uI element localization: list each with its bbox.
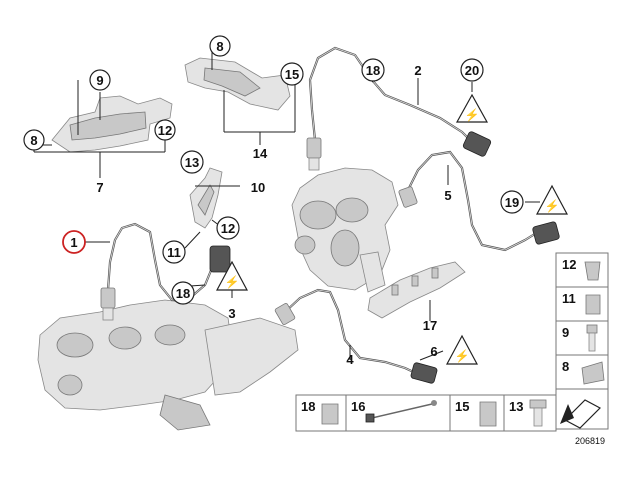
callout-13: 13	[180, 150, 204, 174]
callout-20: 20	[460, 58, 484, 82]
callout-18: 18	[361, 58, 385, 82]
legend-cell-8: 8	[555, 354, 609, 390]
callout-5: 5	[444, 188, 451, 203]
legend-label: 11	[562, 291, 576, 306]
legend-label: 12	[562, 257, 576, 272]
bracket-14	[184, 57, 291, 111]
callout-12: 12	[154, 119, 176, 141]
manifold-catalyst-upper	[291, 167, 399, 293]
legend-cell-11: 11	[555, 286, 609, 322]
callout-14: 14	[253, 146, 268, 161]
callout-8: 8	[23, 129, 45, 151]
oxygen-sensor-4	[274, 288, 438, 384]
callout-1: 1	[62, 230, 86, 254]
diagram-number: 206819	[575, 436, 605, 446]
callout-4: 4	[346, 352, 354, 367]
legend-label: 15	[455, 399, 469, 414]
legend-label: 9	[562, 325, 569, 340]
bracket-17	[367, 261, 466, 319]
callout-label: 18	[176, 286, 190, 301]
callout-label: 20	[465, 63, 479, 78]
legend-cell-18: 18	[295, 394, 347, 432]
callout-label: 9	[96, 73, 103, 88]
svg-text:⚡: ⚡	[455, 349, 470, 363]
callout-3: 3	[228, 306, 235, 321]
callout-label: 12	[158, 123, 172, 138]
callout-19: 19	[500, 190, 524, 214]
callout-label: 18	[366, 63, 380, 78]
manifold-catalyst-lower	[37, 299, 299, 431]
callout-label: 12	[221, 221, 235, 236]
svg-text:⚡: ⚡	[465, 108, 480, 122]
legend-cell-16: 16	[345, 394, 451, 432]
callout-12: 12	[216, 216, 240, 240]
warning-triangle-icon: ⚡	[215, 260, 249, 291]
svg-text:⚡: ⚡	[225, 275, 240, 289]
callout-label: 11	[167, 245, 181, 260]
legend-cell-12: 12	[555, 252, 609, 288]
callout-17: 17	[423, 318, 437, 333]
callout-2: 2	[414, 63, 421, 78]
leader-lines	[33, 52, 540, 361]
callout-label: 13	[185, 155, 199, 170]
legend-label: 18	[301, 399, 315, 414]
callout-18: 18	[171, 281, 195, 305]
svg-text:⚡: ⚡	[545, 199, 560, 213]
warning-triangle-icon: ⚡	[445, 334, 479, 365]
heat-shield-7	[51, 80, 173, 153]
warning-triangle-icon: ⚡	[455, 93, 489, 123]
legend-cell-arrow	[555, 388, 609, 430]
callout-11: 11	[162, 240, 186, 264]
legend-cell-15: 15	[449, 394, 505, 432]
callout-10: 10	[251, 180, 265, 195]
legend-label: 13	[509, 399, 523, 414]
callout-label: 8	[216, 39, 223, 54]
callout-label: 15	[285, 67, 299, 82]
callout-label: 19	[505, 195, 519, 210]
callout-label: 1	[70, 235, 77, 250]
callout-15: 15	[280, 62, 304, 86]
legend-label: 8	[562, 359, 569, 374]
bracket-10	[189, 167, 223, 229]
legend-label: 16	[351, 399, 365, 414]
legend-cell-9: 9	[555, 320, 609, 356]
callout-7: 7	[96, 180, 103, 195]
callout-8: 8	[209, 35, 231, 57]
callout-label: 8	[30, 133, 37, 148]
legend-cell-13: 13	[503, 394, 557, 432]
warning-triangle-icon: ⚡	[535, 184, 569, 215]
oxygen-sensor-5	[398, 150, 560, 252]
callout-9: 9	[89, 69, 111, 91]
callout-6: 6	[430, 344, 437, 359]
